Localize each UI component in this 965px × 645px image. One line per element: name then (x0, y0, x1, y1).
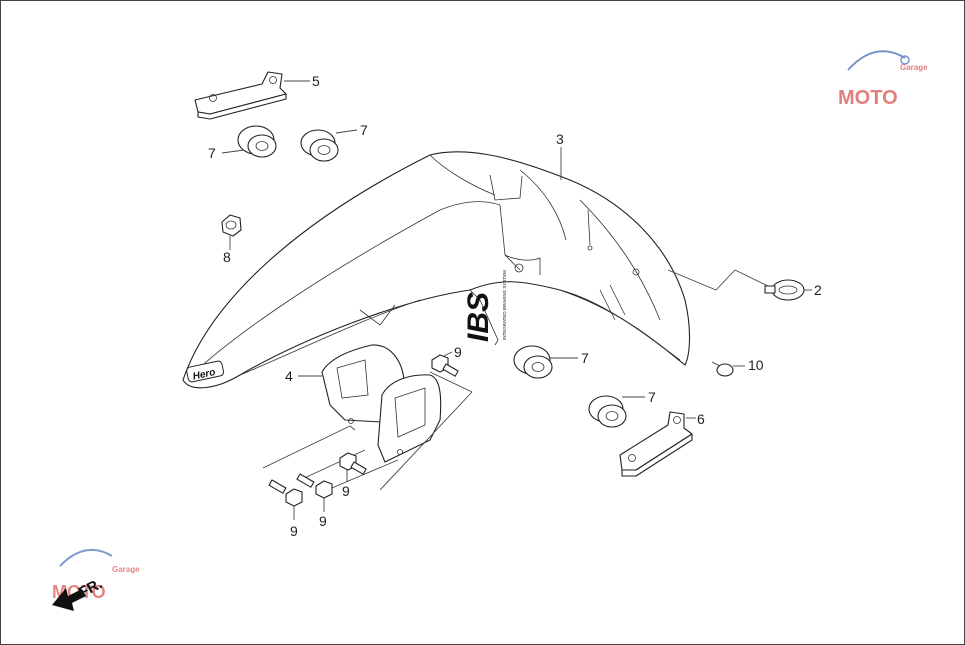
screw-part-10 (711, 361, 745, 377)
callout-7a: 7 (208, 145, 216, 161)
front-fender-part-3: Hero IBS INTEGRATED BRAKING SYSTEM (182, 147, 691, 389)
callout-9d: 9 (290, 523, 298, 539)
callout-9c: 9 (319, 513, 327, 529)
callout-7d: 7 (648, 389, 656, 405)
watermark-sub-bottom: Garage (112, 565, 140, 574)
callout-9b: 9 (342, 483, 350, 499)
callout-5: 5 (312, 73, 320, 89)
arrow-icon (52, 588, 86, 611)
callout-7c: 7 (581, 350, 589, 366)
callout-9a: 9 (454, 344, 462, 360)
callout-10: 10 (748, 357, 764, 373)
callout-6: 6 (697, 411, 705, 427)
bolt-part-9b (339, 452, 367, 482)
fender-stay-part-4 (262, 344, 473, 494)
bolt-part-9d (268, 479, 303, 520)
bracket-part-5 (194, 71, 310, 120)
grommet-part-7b (300, 129, 358, 162)
nut-part-8 (221, 214, 242, 250)
hero-badge-text: Hero (192, 367, 217, 382)
watermark-text: MOTO (838, 87, 898, 109)
grommet-part-7d (588, 395, 645, 428)
grommet-part-7c (513, 345, 578, 379)
callout-8: 8 (223, 249, 231, 265)
grommet-part-7a (221, 125, 277, 158)
watermark-sub: Garage (900, 63, 928, 72)
ibs-decal-text: IBS (462, 292, 495, 342)
clip-part-2 (667, 269, 812, 301)
callout-4: 4 (285, 368, 293, 384)
bolt-part-9a (431, 351, 459, 377)
bracket-part-6 (619, 411, 696, 477)
callout-3: 3 (556, 131, 564, 147)
bolt-part-9c (296, 473, 333, 512)
ibs-decal-subtext: INTEGRATED BRAKING SYSTEM (502, 270, 507, 340)
callout-7b: 7 (360, 122, 368, 138)
callout-2: 2 (814, 282, 822, 298)
watermark-logo-top: MOTO Garage (838, 50, 928, 109)
